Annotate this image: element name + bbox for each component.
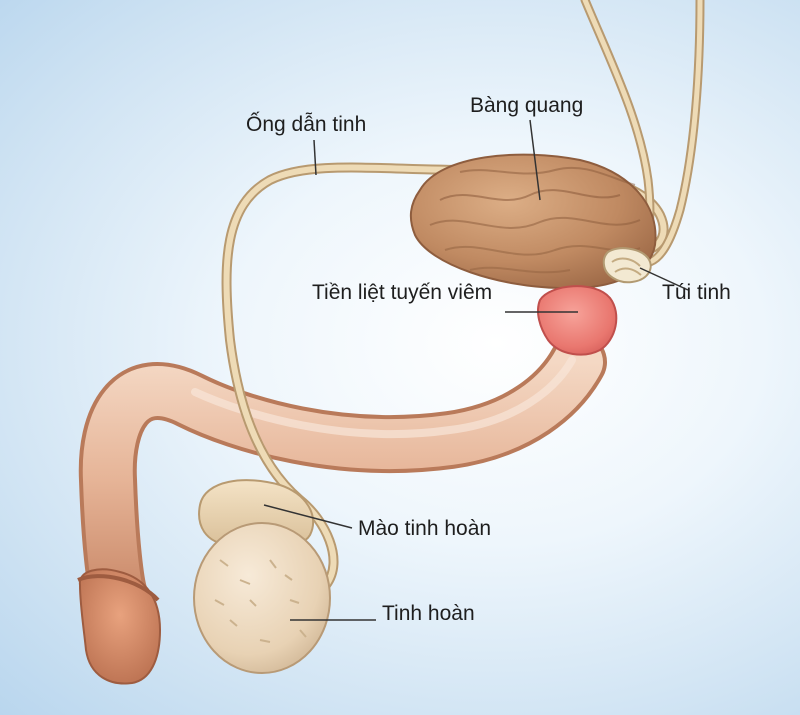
leader-bladder (529, 119, 541, 201)
seminal-vesicle (602, 247, 652, 284)
leader-epididymis (263, 504, 353, 529)
leader-vesicle (639, 267, 689, 291)
leader-vas (313, 139, 317, 176)
leader-lines (263, 119, 689, 621)
label-bladder: Bàng quang (470, 94, 584, 117)
prostate (537, 285, 618, 356)
label-testis: Tinh hoàn (382, 602, 475, 625)
urethra (78, 333, 607, 627)
glans (77, 568, 162, 685)
label-seminal-vesicle: Túi tinh (662, 281, 731, 304)
label-prostate: Tiền liệt tuyến viêm (312, 281, 493, 304)
label-vas-deferens: Ống dẫn tinh (246, 113, 367, 136)
testis (193, 522, 331, 674)
label-epididymis: Mào tinh hoàn (358, 517, 492, 540)
